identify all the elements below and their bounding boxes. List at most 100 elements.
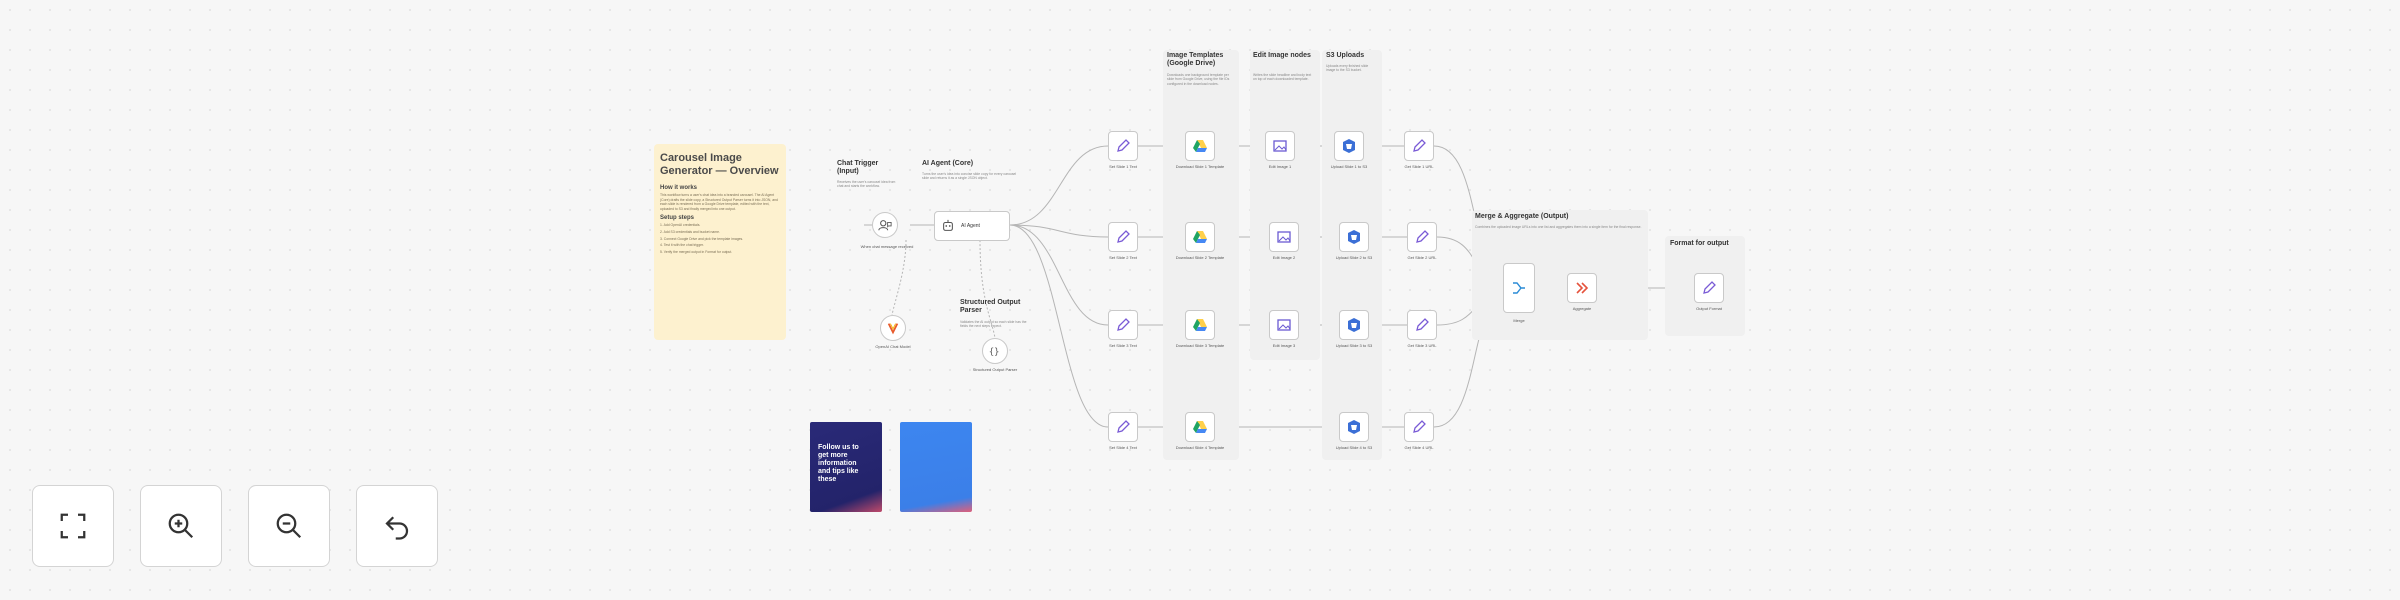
overview-sticky-note[interactable]: Carousel Image Generator — Overview How …: [654, 144, 786, 340]
carousel-thumbnail[interactable]: Follow us to get more information and ti…: [810, 422, 882, 512]
sticky-setup-step: 2. Add S3 credentials and bucket name.: [660, 229, 720, 234]
pencil-icon: [1413, 420, 1426, 433]
ai-agent-label: AI Agent: [961, 223, 980, 229]
zoom-in-button[interactable]: [140, 485, 222, 567]
s3-node[interactable]: [1339, 222, 1369, 252]
edit-image-node[interactable]: [1265, 131, 1295, 161]
drive-node[interactable]: [1185, 310, 1215, 340]
ai-agent-section-title: AI Agent (Core): [922, 160, 974, 167]
zoom-out-icon: [276, 513, 302, 539]
s3-icon: [1348, 420, 1360, 434]
fit-view-button[interactable]: [32, 485, 114, 567]
image-edit-icon: [1277, 319, 1291, 331]
edit-image-group: [1250, 50, 1320, 360]
merge-node[interactable]: [1503, 263, 1535, 313]
output-format-node[interactable]: [1694, 273, 1724, 303]
edit-image-node[interactable]: [1269, 222, 1299, 252]
s3-node[interactable]: [1339, 412, 1369, 442]
output-format-label: Output Format: [1696, 306, 1722, 311]
drive-node-label: Download Slide 1 Template: [1175, 164, 1225, 169]
set-node-label: Set Slide 3 Text: [1109, 343, 1137, 348]
set-node[interactable]: [1108, 412, 1138, 442]
undo-button[interactable]: [356, 485, 438, 567]
s3-node-label: Upload Slide 3 to S3: [1335, 343, 1373, 348]
set-node[interactable]: [1108, 222, 1138, 252]
s3-uploads-group: [1322, 50, 1382, 460]
url-node[interactable]: [1407, 310, 1437, 340]
set-node[interactable]: [1108, 310, 1138, 340]
s3-node[interactable]: [1339, 310, 1369, 340]
s3-uploads-section-body: Uploads every finished slide image to th…: [1326, 64, 1369, 73]
pencil-icon: [1117, 139, 1130, 152]
ai-agent-node[interactable]: AI Agent: [934, 211, 1010, 241]
s3-icon: [1348, 318, 1360, 332]
parser-section-body: Validates the AI output so each slide ha…: [960, 320, 1027, 329]
chat-trigger-node[interactable]: [872, 212, 898, 238]
drive-node[interactable]: [1185, 222, 1215, 252]
sticky-how-text: This workflow turns a user's chat idea i…: [660, 193, 778, 211]
s3-node[interactable]: [1334, 131, 1364, 161]
url-node[interactable]: [1404, 131, 1434, 161]
zoom-in-icon: [168, 513, 194, 539]
drive-node[interactable]: [1185, 131, 1215, 161]
set-node-label: Set Slide 4 Text: [1109, 445, 1137, 450]
undo-icon: [385, 516, 409, 540]
agent-icon: [943, 219, 953, 231]
chat-icon: [878, 220, 892, 231]
pencil-icon: [1117, 420, 1130, 433]
drive-node-label: Download Slide 3 Template: [1175, 343, 1225, 348]
merge-section-title: Merge & Aggregate (Output): [1475, 213, 1569, 220]
chat-trigger-section-body: Receives the user's carousel idea from c…: [837, 180, 896, 189]
sticky-setup-step: 3. Connect Google Drive and pick the tem…: [660, 236, 744, 241]
sticky-setup-step: 1. Add OpenAI credentials.: [660, 223, 701, 228]
set-node-label: Set Slide 1 Text: [1109, 164, 1137, 169]
aggregate-icon: [1576, 282, 1589, 294]
edit-image-label: Edit Image 3: [1272, 343, 1296, 348]
parser-icon: {}: [989, 348, 1000, 358]
set-node[interactable]: [1108, 131, 1138, 161]
url-node-label: Get Slide 2 URL: [1407, 255, 1437, 260]
sticky-title: Carousel Image Generator — Overview: [660, 152, 779, 177]
aggregate-node[interactable]: [1567, 273, 1597, 303]
edit-image-label: Edit Image 1: [1268, 164, 1292, 169]
sticky-setup-step: 4. Test it with the chat trigger.: [660, 243, 704, 248]
pencil-icon: [1416, 230, 1429, 243]
pencil-icon: [1117, 318, 1130, 331]
merge-icon: [1513, 282, 1525, 294]
zoom-out-button[interactable]: [248, 485, 330, 567]
google-drive-icon: [1193, 319, 1207, 331]
google-drive-icon: [1193, 231, 1207, 243]
pencil-icon: [1416, 318, 1429, 331]
url-node-label: Get Slide 1 URL: [1404, 164, 1434, 169]
chat-trigger-label: When chat message received: [860, 244, 914, 249]
url-node-label: Get Slide 4 URL: [1404, 445, 1434, 450]
sticky-setup-step: 5. Verify the merged output in Format fo…: [660, 249, 733, 254]
drive-node-label: Download Slide 4 Template: [1175, 445, 1225, 450]
drive-node[interactable]: [1185, 412, 1215, 442]
merge-label: Merge: [1513, 318, 1525, 323]
s3-node-label: Upload Slide 2 to S3: [1335, 255, 1373, 260]
sticky-how-heading: How it works: [660, 185, 698, 191]
parser-node[interactable]: {}: [982, 338, 1008, 364]
ai-agent-section-body: Turns the user's idea into concise slide…: [922, 172, 1017, 181]
google-drive-icon: [1193, 421, 1207, 433]
s3-icon: [1348, 230, 1360, 244]
image-edit-icon: [1273, 140, 1287, 152]
image-templates-group: [1163, 50, 1239, 460]
sticky-setup-heading: Setup steps: [660, 215, 695, 222]
pencil-icon: [1413, 139, 1426, 152]
set-node-label: Set Slide 2 Text: [1109, 255, 1137, 260]
edit-image-node[interactable]: [1269, 310, 1299, 340]
openai-model-node[interactable]: [880, 315, 906, 341]
pencil-icon: [1117, 230, 1130, 243]
aggregate-label: Aggregate: [1572, 306, 1592, 311]
fit-view-icon: [60, 513, 86, 539]
parser-section-title: Structured Output Parser: [960, 299, 1021, 314]
image-edit-icon: [1277, 231, 1291, 243]
s3-node-label: Upload Slide 4 to S3: [1335, 445, 1373, 450]
carousel-thumbnail[interactable]: [900, 422, 972, 512]
url-node[interactable]: [1407, 222, 1437, 252]
image-templates-section-title: Image Templates (Google Drive): [1167, 52, 1224, 67]
svg-text:{}: {}: [989, 348, 1000, 358]
url-node[interactable]: [1404, 412, 1434, 442]
